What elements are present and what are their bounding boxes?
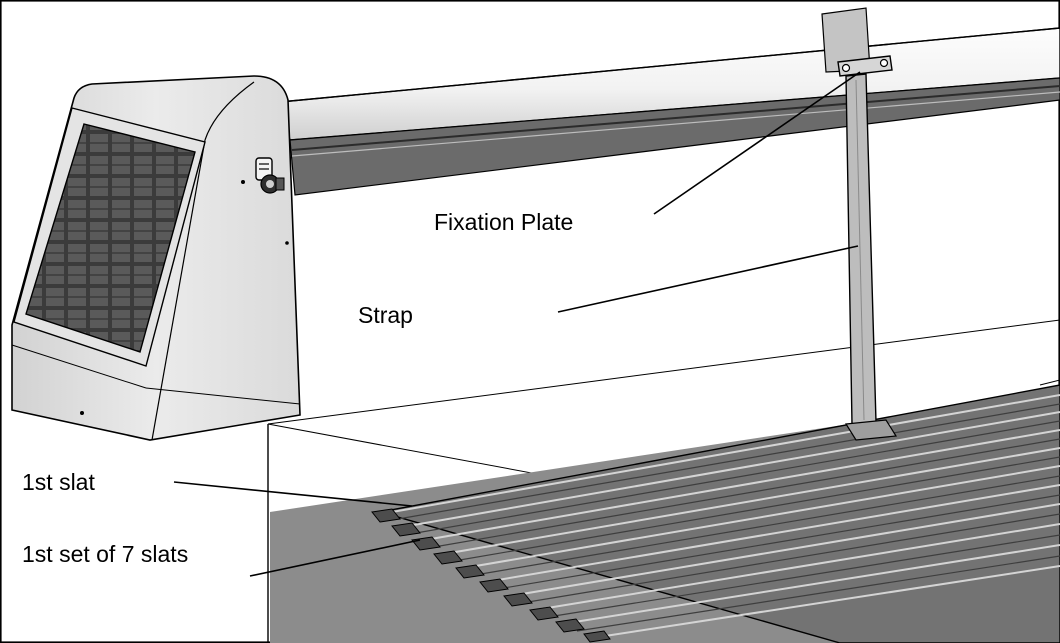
label-first-slat: 1st slat [22, 469, 95, 495]
leader-lines [173, 71, 861, 577]
slat-cover [371, 384, 1060, 643]
strap [821, 7, 898, 441]
key-switch-icon [255, 157, 285, 194]
leader-fixation-plate [653, 71, 861, 215]
label-strap: Strap [358, 302, 413, 328]
roller-beam [279, 27, 1060, 196]
leader-first-set [249, 539, 421, 577]
solar-panel [13, 107, 206, 367]
leader-first-slat [173, 481, 413, 507]
leader-strap [557, 245, 859, 313]
label-fixation-plate: Fixation Plate [434, 209, 573, 235]
label-first-set: 1st set of 7 slats [22, 541, 188, 567]
fixation-plate [837, 55, 893, 77]
